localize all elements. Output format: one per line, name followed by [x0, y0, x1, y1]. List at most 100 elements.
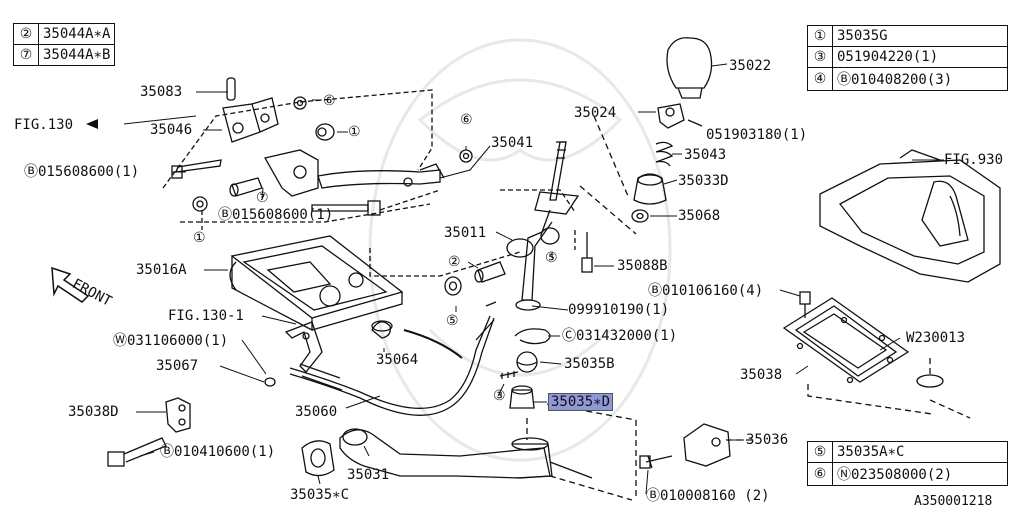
- part-label-010008160[interactable]: Ⓑ010008160 (2): [646, 488, 770, 504]
- bolt-015608600-b: [311, 200, 381, 216]
- fig-ref-130-1[interactable]: FIG.130-1: [168, 308, 244, 324]
- part-label-35035d-highlighted[interactable]: 35035∗D: [548, 393, 614, 411]
- console-fig930: [819, 149, 1001, 283]
- legend-part[interactable]: 051904220(1): [832, 46, 1008, 68]
- part-label-35060[interactable]: 35060: [295, 404, 338, 420]
- washer-1-low: [192, 196, 208, 212]
- arrow-35064: [403, 329, 463, 359]
- ball-35035b: [516, 351, 538, 373]
- ring-099910190: [515, 299, 541, 311]
- nut-35068: [631, 209, 649, 223]
- washer-031106000: [264, 377, 276, 387]
- legend-part[interactable]: 35035G: [832, 25, 1008, 47]
- legend-num: ④: [807, 67, 833, 91]
- part-label-35043[interactable]: 35043: [684, 147, 727, 163]
- watermark-emblem: [368, 38, 672, 462]
- bracket-35046: [222, 97, 279, 143]
- part-label-35083[interactable]: 35083: [140, 84, 183, 100]
- part-label-35011[interactable]: 35011: [444, 225, 487, 241]
- callout-6-mid[interactable]: ⑥: [460, 112, 473, 128]
- part-label-015608600-a[interactable]: Ⓑ015608600(1): [24, 164, 140, 180]
- callout-6-top[interactable]: ⑥: [323, 93, 336, 109]
- part-label-35016a[interactable]: 35016A: [136, 262, 187, 278]
- guide-lines-right: [807, 358, 971, 419]
- part-label-031106000[interactable]: Ⓦ031106000(1): [113, 333, 229, 349]
- arrow-front: [51, 266, 90, 303]
- callout-1-low[interactable]: ①: [193, 230, 206, 246]
- part-label-35038[interactable]: 35038: [740, 367, 783, 383]
- callout-2[interactable]: ②: [448, 254, 461, 270]
- damper-35033d: [633, 173, 667, 205]
- bracket-35036: [683, 423, 731, 467]
- knob-35022: [666, 37, 713, 99]
- washer-5-b: [444, 276, 462, 296]
- callout-5-a[interactable]: ⑤: [545, 250, 558, 266]
- legend-num: ②: [13, 23, 39, 45]
- plug-w230013: [916, 374, 944, 388]
- callout-5-b[interactable]: ⑤: [446, 313, 459, 329]
- part-label-35046[interactable]: 35046: [150, 122, 193, 138]
- legend-num: ③: [807, 46, 833, 68]
- shift-lever-35011: [506, 141, 580, 301]
- part-label-35067[interactable]: 35067: [156, 358, 199, 374]
- legend-part[interactable]: 35044A∗A: [37, 23, 116, 45]
- legend-part[interactable]: 35044A∗B: [37, 44, 116, 66]
- bolt-010106160: [799, 291, 811, 318]
- part-label-35064[interactable]: 35064: [376, 352, 419, 368]
- pin-35083: [226, 77, 236, 101]
- legend-part[interactable]: 35035A∗C: [832, 441, 1008, 463]
- part-label-051903180[interactable]: 051903180(1): [706, 127, 808, 143]
- boot-35064: [371, 320, 393, 339]
- fig-ref-930[interactable]: FIG.930: [944, 152, 1004, 168]
- part-label-35035c[interactable]: 35035∗C: [290, 487, 350, 503]
- bushing-35035d: [509, 385, 535, 409]
- bracket-fig130-1: [284, 321, 323, 373]
- boot-retainer-35024: [657, 103, 685, 129]
- legend-num: ⑤: [807, 441, 833, 463]
- part-label-35031[interactable]: 35031: [347, 467, 390, 483]
- part-label-35033d[interactable]: 35033D: [678, 173, 729, 189]
- part-label-35041[interactable]: 35041: [491, 135, 534, 151]
- part-label-031432000[interactable]: Ⓒ031432000(1): [562, 328, 678, 344]
- legend-part[interactable]: Ⓑ010408200(3): [832, 67, 1008, 91]
- legend-part[interactable]: Ⓝ023508000(2): [832, 462, 1008, 486]
- part-label-099910190[interactable]: 099910190(1): [568, 302, 670, 318]
- guide-lines-upper: [162, 89, 576, 277]
- legend-num: ⑦: [13, 44, 39, 66]
- part-label-w230013[interactable]: W230013: [906, 330, 966, 346]
- part-label-35036[interactable]: 35036: [746, 432, 789, 448]
- arrow-fig130: [86, 119, 98, 129]
- part-label-35024[interactable]: 35024: [574, 105, 617, 121]
- callout-1-top[interactable]: ①: [348, 124, 361, 140]
- part-label-35038d[interactable]: 35038D: [68, 404, 119, 420]
- callout-7[interactable]: ⑦: [256, 190, 269, 206]
- plate-35038: [782, 297, 910, 384]
- yoke-block: [264, 149, 319, 197]
- bracket-35038d: [165, 397, 191, 433]
- cable-35060: [289, 301, 497, 416]
- part-label-35022[interactable]: 35022: [729, 58, 772, 74]
- bolt-010410600: [107, 437, 167, 467]
- part-label-35068[interactable]: 35068: [678, 208, 721, 224]
- part-label-010106160[interactable]: Ⓑ010106160(4): [648, 283, 764, 299]
- callout-3[interactable]: ③: [493, 388, 506, 404]
- part-label-35035b[interactable]: 35035B: [564, 356, 615, 372]
- spring-pin-3: [499, 371, 519, 379]
- guide-lines-knob: [579, 115, 637, 235]
- fig-ref-130[interactable]: FIG.130: [14, 117, 74, 133]
- part-label-015608600-b[interactable]: Ⓑ015608600(1): [218, 207, 334, 223]
- bolt-35088b: [581, 232, 593, 273]
- part-label-010410600[interactable]: Ⓑ010410600(1): [160, 444, 276, 460]
- part-label-35088b[interactable]: 35088B: [617, 258, 668, 274]
- legend-num: ①: [807, 25, 833, 47]
